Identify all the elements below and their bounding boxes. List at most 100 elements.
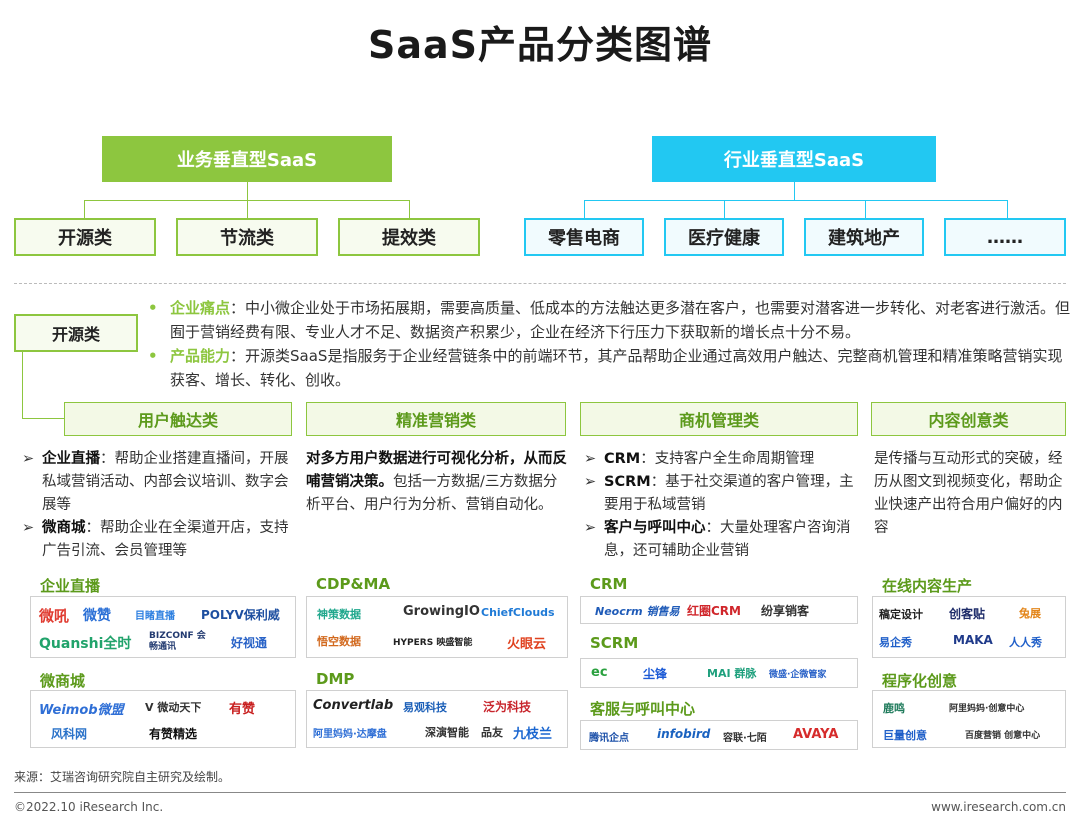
logo: ec (591, 665, 608, 680)
col-text-content-creative: 是传播与互动形式的突破，经历从图文到视频变化，帮助企业快速产出符合用户偏好的内容 (874, 451, 1063, 536)
bullet-icon: • (148, 347, 158, 365)
logo: 微赞 (83, 608, 111, 624)
logo-box-call: 腾讯企点 infobird 容联·七陌 AVAYA (580, 720, 858, 750)
divider (14, 283, 1066, 284)
sub-tixiao: 提效类 (338, 218, 480, 256)
logo: 易企秀 (879, 636, 912, 649)
logo: Neocrm 销售易 (595, 605, 680, 618)
logo-group-label: 微商城 (40, 672, 86, 690)
logo: Weimob微盟 (39, 703, 124, 718)
logo: POLYV保利威 (201, 608, 280, 622)
category-industry-vertical: 行业垂直型SaaS (652, 136, 936, 182)
logo: 百度营销 创意中心 (965, 731, 1041, 741)
list-item: ➢企业直播：帮助企业搭建直播间，开展私域营销活动、内部会议培训、数字会展等 (22, 448, 296, 517)
logo-group-label: 在线内容生产 (882, 577, 973, 595)
copyright: ©2022.10 iResearch Inc. (14, 800, 164, 814)
connector-line (724, 200, 725, 218)
logo: V 微动天下 (145, 701, 202, 714)
logo: infobird (657, 727, 711, 741)
arrow-icon: ➢ (584, 474, 597, 490)
arrow-icon: ➢ (22, 520, 35, 536)
logo-box-program: 鹿鸣 阿里妈妈·创意中心 巨量创意 百度营销 创意中心 (872, 690, 1066, 748)
logo: 易观科技 (403, 701, 447, 714)
kaiyuan-label: 开源类 (14, 314, 138, 352)
logo: 深演智能 (425, 726, 469, 739)
sub-kaiyuan: 开源类 (14, 218, 156, 256)
logo: 微吼 (39, 607, 70, 625)
logo: GrowingIO (403, 604, 480, 619)
connector-line (409, 200, 410, 218)
logo: 火眼云 (507, 637, 547, 652)
source-note: 来源：艾瑞咨询研究院自主研究及绘制。 (14, 770, 231, 784)
logo-box-content: 稿定设计 创客贴 兔展 易企秀 MAKA 人人秀 (872, 596, 1066, 658)
col-text-precision-marketing: 对多方用户数据进行可视化分析，从而反哺营销决策。包括一方数据/三方数据分析平台、… (306, 451, 567, 513)
logo: 神策数据 (317, 608, 361, 621)
logo: MAKA (953, 633, 993, 647)
logo-box-live: 微吼 微赞 目睹直播 POLYV保利威 Quanshi全时 BIZCONF 会畅… (30, 596, 296, 658)
pain-point-label: 企业痛点 (170, 299, 231, 317)
logo: 纷享销客 (761, 604, 810, 618)
logo: 创客贴 (949, 607, 986, 621)
col-head-lead-management: 商机管理类 (580, 402, 858, 436)
logo: 容联·七陌 (723, 733, 767, 744)
logo-group-label: CRM (590, 575, 628, 593)
logo: 稿定设计 (879, 608, 923, 621)
logo-box-dmp: Convertlab 易观科技 泛为科技 阿里妈妈·达摩盘 深演智能 品友 九枝… (306, 690, 568, 748)
logo: 尘锋 (643, 667, 668, 681)
category-business-vertical: 业务垂直型SaaS (102, 136, 392, 182)
page-title: SaaS产品分类图谱 (367, 23, 713, 67)
connector-line (84, 200, 85, 218)
arrow-icon: ➢ (22, 451, 35, 467)
sub-more: …… (944, 218, 1066, 256)
logo: BIZCONF 会畅通讯 (149, 631, 206, 652)
logo: Convertlab (313, 698, 394, 713)
footer-divider (14, 792, 1066, 793)
ability-label: 产品能力 (170, 347, 231, 365)
logo: 人人秀 (1009, 636, 1042, 649)
logo: 风科网 (51, 727, 88, 741)
sub-jieliu: 节流类 (176, 218, 318, 256)
connector-line (1007, 200, 1008, 218)
list-item: ➢微商城：帮助企业在全渠道开店，支持广告引流、会员管理等 (22, 517, 296, 563)
connector-line (584, 200, 1008, 201)
list-item: ➢CRM：支持客户全生命周期管理 (584, 448, 862, 471)
logo: 目睹直播 (135, 611, 175, 622)
logo: 阿里妈妈·创意中心 (949, 704, 1025, 714)
logo: Quanshi全时 (39, 636, 132, 652)
logo: 悟空数据 (317, 635, 361, 648)
logo-group-label: 程序化创意 (882, 672, 958, 690)
arrow-icon: ➢ (584, 520, 597, 536)
connector-line (22, 352, 23, 418)
sub-medical: 医疗健康 (664, 218, 784, 256)
logo: 微盛·企微管家 (769, 670, 827, 680)
logo: AVAYA (793, 727, 839, 742)
logo-box-cdp: 神策数据 GrowingIO ChiefClouds 悟空数据 HYPERS 映… (306, 596, 568, 658)
col-head-user-reach: 用户触达类 (64, 402, 292, 436)
ability-row: • 产品能力：开源类SaaS是指服务于企业经营链条中的前端环节，其产品帮助企业通… (148, 344, 1073, 392)
list-item: ➢SCRM：基于社交渠道的客户管理，主要用于私域营销 (584, 471, 862, 517)
logo-group-label: SCRM (590, 634, 639, 652)
bullet-icon: • (148, 299, 158, 317)
col-head-precision-marketing: 精准营销类 (306, 402, 566, 436)
logo-group-label: 客服与呼叫中心 (590, 700, 696, 718)
pain-point-row: • 企业痛点：中小微企业处于市场拓展期，需要高质量、低成本的方法触达更多潜在客户… (148, 296, 1073, 344)
logo: 腾讯企点 (589, 733, 629, 744)
kaiyuan-description: • 企业痛点：中小微企业处于市场拓展期，需要高质量、低成本的方法触达更多潜在客户… (148, 296, 1073, 392)
logo: 九枝兰 (513, 727, 553, 742)
col-text-lead-management: ➢CRM：支持客户全生命周期管理 ➢SCRM：基于社交渠道的客户管理，主要用于私… (584, 448, 862, 563)
col-head-content-creative: 内容创意类 (871, 402, 1066, 436)
logo: 有赞精选 (149, 727, 198, 741)
connector-line (584, 200, 585, 218)
logo: 兔展 (1019, 607, 1041, 620)
col-text-user-reach: ➢企业直播：帮助企业搭建直播间，开展私域营销活动、内部会议培训、数字会展等 ➢微… (22, 448, 296, 563)
logo: 鹿鸣 (883, 702, 905, 715)
logo: 泛为科技 (483, 700, 532, 714)
arrow-icon: ➢ (584, 451, 597, 467)
logo: MAI 群脉 (707, 667, 757, 680)
website: www.iresearch.com.cn (931, 800, 1066, 814)
logo: 阿里妈妈·达摩盘 (313, 729, 387, 740)
list-item: ➢客户与呼叫中心：大量处理客户咨询消息，还可辅助企业营销 (584, 517, 862, 563)
ability-text: ：开源类SaaS是指服务于企业经营链条中的前端环节，其产品帮助企业通过高效用户触… (170, 347, 1063, 389)
connector-line (865, 200, 866, 218)
pain-point-text: ：中小微企业处于市场拓展期，需要高质量、低成本的方法触达更多潜在客户，也需要对潜… (170, 299, 1071, 341)
